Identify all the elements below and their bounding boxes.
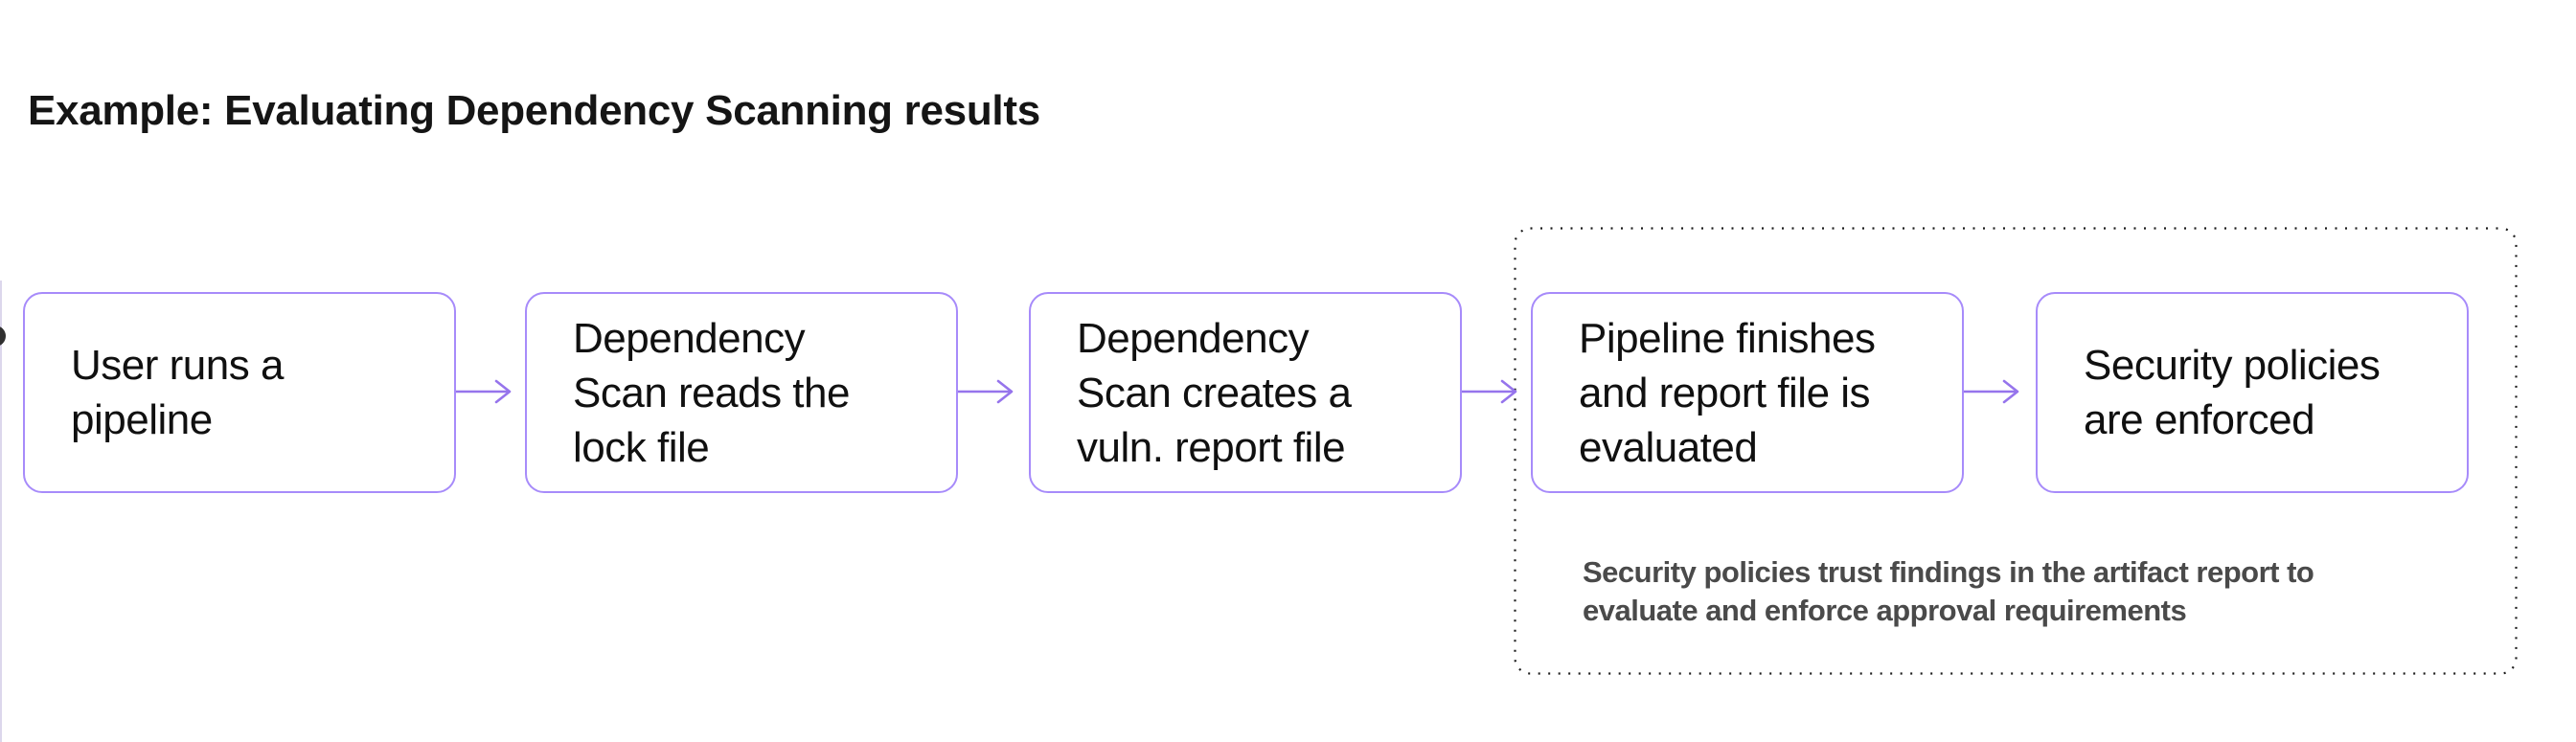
policy-evaluation-group-annotation: Security policies trust findings in the … (1583, 555, 2314, 627)
arrow-right-icon (1462, 379, 1517, 404)
left-edge-cropped-circle (0, 326, 6, 347)
flow-box-label: Security policies are enforced (2084, 342, 2381, 443)
flow-box-user-runs-pipeline: User runs a pipeline (23, 292, 456, 493)
flow-box-label: User runs a pipeline (71, 342, 284, 443)
flow-box-label: Pipeline finishes and report file is eva… (1579, 314, 1876, 471)
flow-box-label: Dependency Scan creates a vuln. report f… (1077, 314, 1352, 471)
arrow-right-icon (1964, 379, 2019, 404)
flow-box-label: Dependency Scan reads the lock file (573, 314, 850, 471)
diagram-title: Example: Evaluating Dependency Scanning … (28, 87, 1040, 134)
arrow-right-icon (958, 379, 1014, 404)
flow-box-dependency-scan-creates-report: Dependency Scan creates a vuln. report f… (1029, 292, 1462, 493)
flow-box-dependency-scan-reads-lock-file: Dependency Scan reads the lock file (525, 292, 958, 493)
flow-box-security-policies-enforced: Security policies are enforced (2036, 292, 2469, 493)
flow-box-pipeline-finishes-report-evaluated: Pipeline finishes and report file is eva… (1531, 292, 1964, 493)
left-edge-cropped-shape-line (0, 281, 2, 742)
arrow-right-icon (456, 379, 512, 404)
